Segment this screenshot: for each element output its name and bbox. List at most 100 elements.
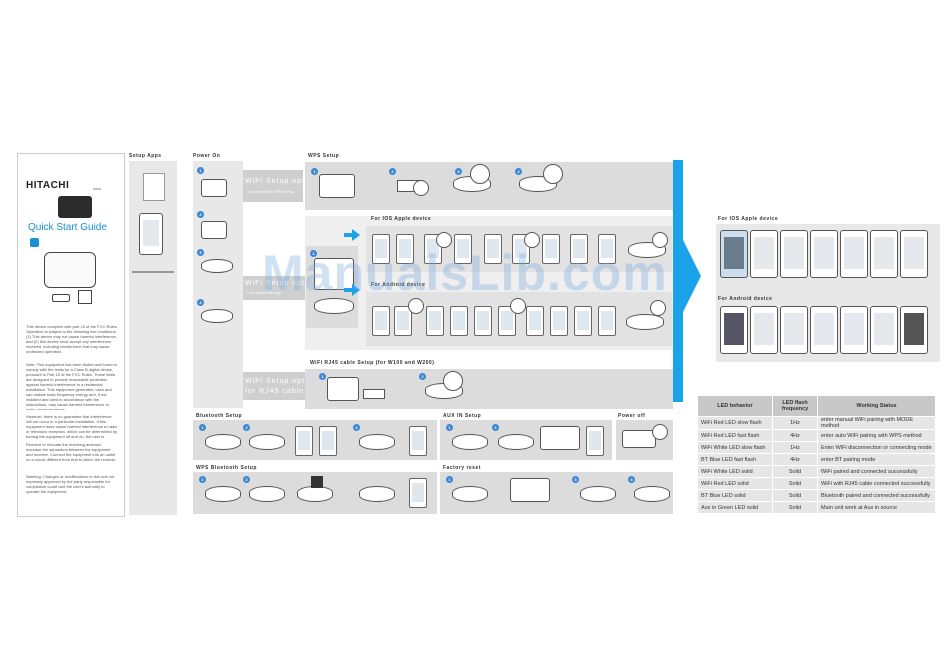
aux-step-2: 2 [492,424,499,431]
android-phone-3 [426,306,444,336]
ios-phone-9 [598,234,616,264]
led-behavior: WiFi White LED solid [697,465,773,478]
box-contents-image [44,252,96,288]
ios-big-5 [840,230,868,278]
rj45-step-1: 1 [319,373,326,380]
power-off-zoom [652,424,668,440]
led-frequency: Solid [772,501,818,514]
ios-big-1 [720,230,748,278]
model-label: W100 [93,187,101,191]
working-status: enter auto WiFi pairing with WPS method [817,429,936,442]
ios-big-4 [810,230,838,278]
wifi-option-3-title: WiFi Setup option 3 [245,378,326,385]
fcc-text-4: Reorient or relocate the receiving anten… [26,442,116,462]
wps-bluetooth-band: 1 2 [193,472,437,514]
factory-reset-band: 1 3 4 [440,472,673,514]
power-off-band [616,420,673,460]
bt-step-1: 1 [199,424,206,431]
android-phone-8 [550,306,568,336]
ios-heading: For IOS Apple device [371,216,432,222]
reset-speaker-3 [580,486,616,502]
led-behavior: BT Blue LED fast flash [697,453,773,466]
rj45-band: 1 2 [305,369,673,409]
led-frequency: 1Hz [772,416,818,430]
fcc-text-1: This device complies with part 15 of the… [26,324,118,354]
ios-big-2 [750,230,778,278]
power-off-heading: Power off [618,413,646,419]
cover-panel: HITACHI W100 Quick Start Guide This devi… [17,153,125,517]
bluetooth-band: 1 2 4 [193,420,437,460]
working-status: WiFi with RJ45 cable connected successfu… [817,477,936,490]
wps-step-4: 4 [515,168,522,175]
wps-zoom-2 [470,164,490,184]
ios-phone-1 [372,234,390,264]
reset-step-3: 3 [572,476,579,483]
wpsbt-phone [409,478,427,508]
step-4-badge: 4 [197,299,204,306]
android-final-speaker [626,314,664,330]
wifi-option-3-sub: for RJ45 cable [245,388,305,395]
android-phone-1 [372,306,390,336]
android-phone-10 [598,306,616,336]
ios-big-6 [870,230,898,278]
led-table-header: LED behavior LED flash frequency Working… [697,395,936,417]
rj45-step-2: 2 [419,373,426,380]
rj45-speaker [327,377,359,401]
wifi-option-2-band: WiFi Setup option 2 Connect to the App [243,276,324,300]
android-big-7 [900,306,928,354]
led-behavior-header: LED behavior [697,395,773,417]
ios-big-3 [780,230,808,278]
wpsbt-speaker-1 [205,486,241,502]
android-band [366,292,672,346]
led-behavior: WiFi Red LED solid [697,477,773,490]
working-status: Enter WiFi disconnection or connecting m… [817,441,936,454]
android-big-5 [840,306,868,354]
led-frequency-header: LED flash frequency [772,395,818,417]
reset-step-4: 4 [628,476,635,483]
ios-phone-4 [454,234,472,264]
android-phone-5 [474,306,492,336]
ios-phone-8 [570,234,588,264]
wifi-option-1-sub: Connect to the WPS setup [247,189,295,194]
rj45-heading: WiFi RJ45 cable Setup (for W100 and W200… [310,360,435,366]
working-status: enter BT pairing mode [817,453,936,466]
bt-step-3: 4 [353,424,360,431]
working-status: Main unit work at Aux in source [817,501,936,514]
app-caption [132,271,174,273]
blue-divider-bar [673,160,683,402]
reset-speaker-1 [452,486,488,502]
wifi-option-2-sub: Connect to the App [247,290,282,295]
android-big-2 [750,306,778,354]
bt-step-2: 2 [243,424,250,431]
setup-apps-heading: Setup Apps [129,153,162,159]
rj45-router [363,389,385,399]
right-app-panel [716,224,940,362]
cable-image [52,294,70,302]
bt-speaker-1 [205,434,241,450]
app-speaker-box: 1 [306,246,358,328]
ios-big-7 [900,230,928,278]
working-status: enter manual WiFi pairing with MODE meth… [817,416,936,430]
setup-apps-panel [129,161,177,515]
ios-phone-7 [542,234,560,264]
wps-heading: WPS Setup [308,153,340,159]
android-phone-4 [450,306,468,336]
working-status-header: Working Status [817,395,936,417]
rj45-zoom [443,371,463,391]
aux-phone [586,426,604,456]
led-behavior: BT Blue LED solid [697,489,773,502]
wps-band: 1 2 3 4 [305,162,673,210]
brand-logo: HITACHI [26,180,70,191]
led-frequency: Solid [772,465,818,478]
led-behavior: Aux in Green LED solid [697,501,773,514]
power-on-heading: Power On [193,153,221,159]
android-phone-9 [574,306,592,336]
ios-phone-5 [484,234,502,264]
wpsbt-speaker-3 [297,486,333,502]
bt-phone-3 [409,426,427,456]
